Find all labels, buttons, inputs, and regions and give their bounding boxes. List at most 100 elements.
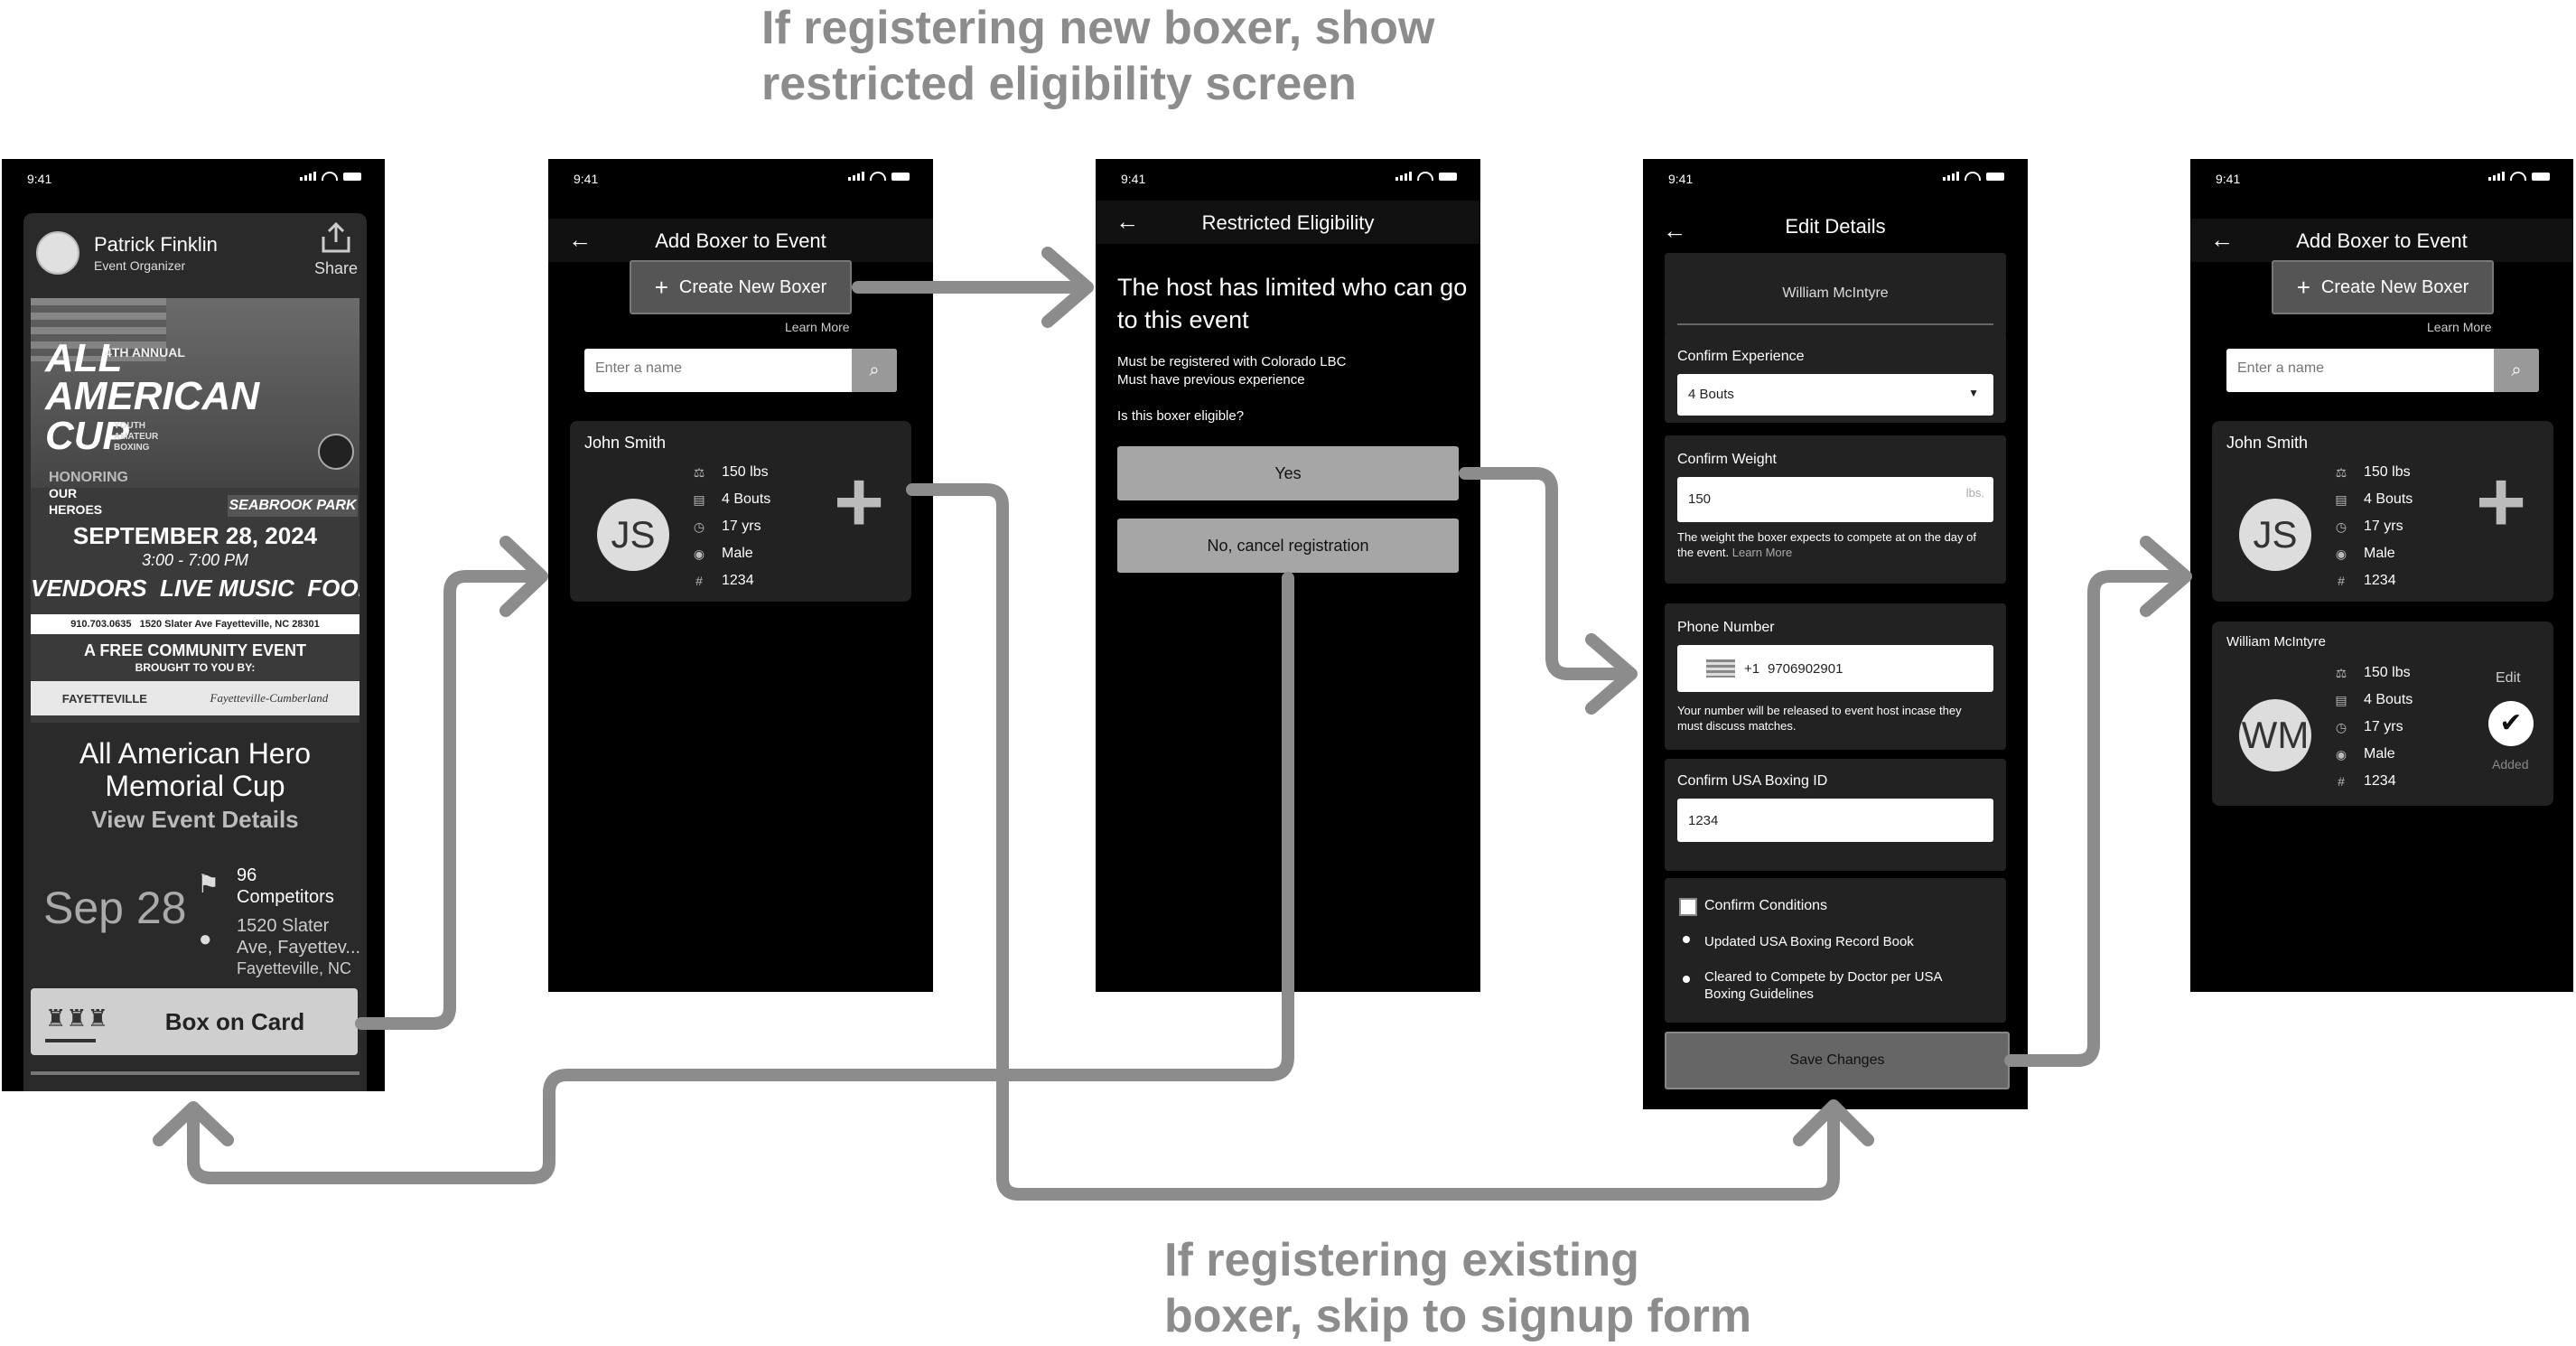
name-divider <box>1677 323 1993 325</box>
battery-icon <box>891 172 910 181</box>
arrowhead <box>1585 633 1638 715</box>
conditions-checkbox[interactable] <box>1679 898 1697 916</box>
hash-icon: # <box>2338 774 2345 789</box>
sex-value: Male <box>722 546 753 561</box>
back-arrow-icon[interactable]: ← <box>2210 226 2234 253</box>
weight-field[interactable]: 150 lbs. <box>1677 477 1993 522</box>
arrowhead <box>2140 536 2192 617</box>
status-bar: 9:41 <box>548 159 933 195</box>
search-field[interactable]: ⌕ <box>2226 349 2539 392</box>
battery-icon <box>2532 172 2550 181</box>
wifi-icon <box>1965 172 1981 181</box>
person-icon: ◉ <box>693 546 705 561</box>
requirement-1: Must be registered with Colorado LBC <box>1117 354 1347 369</box>
share-button[interactable]: Share <box>311 221 361 278</box>
note-line: boxer, skip to signup form <box>1164 1290 1752 1342</box>
save-changes-button[interactable]: Save Changes <box>1665 1032 2010 1089</box>
screen-add-boxer-added: 9:41 ← Add Boxer to Event + Create New B… <box>2190 159 2573 992</box>
wifi-icon <box>1417 172 1433 181</box>
signal-icon <box>1395 172 1412 181</box>
phone-value: 9706902901 <box>1768 661 1843 677</box>
eligibility-question: Is this boxer eligible? <box>1117 408 1245 424</box>
note-line: If registering new boxer, show <box>761 2 1435 54</box>
box-on-card-label: Box on Card <box>164 1008 305 1035</box>
status-time: 9:41 <box>2216 172 2241 186</box>
avatar: JS <box>2239 499 2311 571</box>
stat-weight: ⚖150 lbs <box>2333 659 2413 687</box>
poster-line3: CUP <box>45 414 129 458</box>
stat-bouts: ▤4 Bouts <box>691 486 770 513</box>
search-field[interactable]: ⌕ <box>584 349 897 392</box>
clock-icon: ◷ <box>2335 519 2347 534</box>
boxer-card[interactable]: John Smith JS ⚖150 lbs ▤4 Bouts ◷17 yrs … <box>2212 421 2553 602</box>
create-new-boxer-button[interactable]: + Create New Boxer <box>2272 260 2494 314</box>
weight-section: Confirm Weight 150 lbs. The weight the b… <box>1665 435 2006 584</box>
back-arrow-icon[interactable]: ← <box>568 226 592 253</box>
nav-bar: ← Restricted Eligibility <box>1096 201 1480 244</box>
search-input[interactable] <box>593 360 850 378</box>
divider <box>31 1071 359 1075</box>
event-title: All American Hero Memorial Cup <box>79 737 312 802</box>
poster-honoring: HONORING <box>49 470 128 485</box>
weight-value: 150 lbs <box>722 464 769 480</box>
create-new-boxer-button[interactable]: + Create New Boxer <box>630 260 852 314</box>
add-boxer-plus-icon[interactable]: + <box>2476 453 2527 550</box>
boxer-name: William McIntyre <box>2226 634 2327 650</box>
chevron-down-icon: ▼ <box>1968 387 1979 399</box>
wifi-icon <box>322 172 338 181</box>
poster-sponsors: FAYETTEVILLE Fayetteville-Cumberland <box>31 681 359 715</box>
weight-help: The weight the boxer expects to compete … <box>1677 529 1993 560</box>
organizer-avatar[interactable] <box>36 231 79 275</box>
organizer-name[interactable]: Patrick Finklin <box>94 233 218 256</box>
stat-age: ◷17 yrs <box>2333 714 2413 741</box>
create-new-boxer-label: Create New Boxer <box>2320 276 2469 297</box>
boxer-card[interactable]: John Smith JS ⚖150 lbs ▤4 Bouts ◷17 yrs … <box>570 421 911 602</box>
view-details-link[interactable]: View Event Details <box>91 806 299 833</box>
stat-id: #1234 <box>2333 768 2413 795</box>
add-boxer-plus-icon[interactable]: + <box>834 453 885 550</box>
weight-help-text: The weight the boxer expects to compete … <box>1677 530 1976 559</box>
boxer-card-added[interactable]: William McIntyre WM ⚖150 lbs ▤4 Bouts ◷1… <box>2212 622 2553 806</box>
phone-field[interactable]: +1 9706902901 <box>1677 645 1993 692</box>
usa-boxing-section: Confirm USA Boxing ID 1234 <box>1665 759 2006 871</box>
weight-icon: ⚖ <box>2335 464 2347 480</box>
id-value: 1234 <box>722 573 754 588</box>
bullet <box>1683 936 1690 943</box>
date-block: Sep 28 <box>43 882 187 934</box>
search-icon[interactable]: ⌕ <box>2494 349 2539 392</box>
back-arrow-icon[interactable]: ← <box>1115 208 1139 235</box>
poster-flag <box>31 298 166 361</box>
weight-icon: ⚖ <box>693 464 705 480</box>
conditions-section: Confirm Conditions Updated USA Boxing Re… <box>1665 878 2006 1023</box>
id-value: 1234 <box>2364 773 2396 789</box>
condition-2: Cleared to Compete by Doctor per USA Box… <box>1704 969 1942 1002</box>
country-code: +1 <box>1744 661 1760 677</box>
checkmark-icon[interactable]: ✔ <box>2488 701 2534 746</box>
stat-bouts: ▤4 Bouts <box>2333 687 2413 714</box>
cancel-registration-button[interactable]: No, cancel registration <box>1117 519 1459 573</box>
stat-id: #1234 <box>2333 567 2413 594</box>
poster-badge <box>318 434 354 470</box>
arrowhead <box>499 536 548 617</box>
experience-select[interactable]: 4 Bouts ▼ <box>1677 374 1993 416</box>
search-icon[interactable]: ⌕ <box>852 349 897 392</box>
experience-label: Confirm Experience <box>1677 349 1805 364</box>
weight-icon: ⚖ <box>2335 665 2347 680</box>
search-input[interactable] <box>2235 360 2492 378</box>
hash-icon: # <box>2338 574 2345 588</box>
yes-button[interactable]: Yes <box>1117 446 1459 500</box>
usa-boxing-field[interactable]: 1234 <box>1677 799 1993 842</box>
back-arrow-icon[interactable]: ← <box>1663 217 1686 244</box>
learn-more-link[interactable]: Learn More <box>785 320 850 334</box>
event-poster[interactable]: ALL 4TH ANNUAL AMERICAN CUP YOUTH AMATEU… <box>31 298 359 723</box>
address-line2: Ave, Fayettev... <box>237 938 361 958</box>
box-on-card-button[interactable]: ♜♜♜ Box on Card <box>31 988 358 1055</box>
poster-date: SEPTEMBER 28, 2024 <box>72 522 318 549</box>
id-value: 1234 <box>2364 573 2396 588</box>
weight-learn-more-link[interactable]: Learn More <box>1731 546 1793 559</box>
stat-age: ◷17 yrs <box>691 513 770 540</box>
conditions-label: Confirm Conditions <box>1704 898 1828 913</box>
status-bar: 9:41 <box>1643 159 2028 195</box>
learn-more-link[interactable]: Learn More <box>2427 320 2492 334</box>
edit-link[interactable]: Edit <box>2496 670 2521 686</box>
